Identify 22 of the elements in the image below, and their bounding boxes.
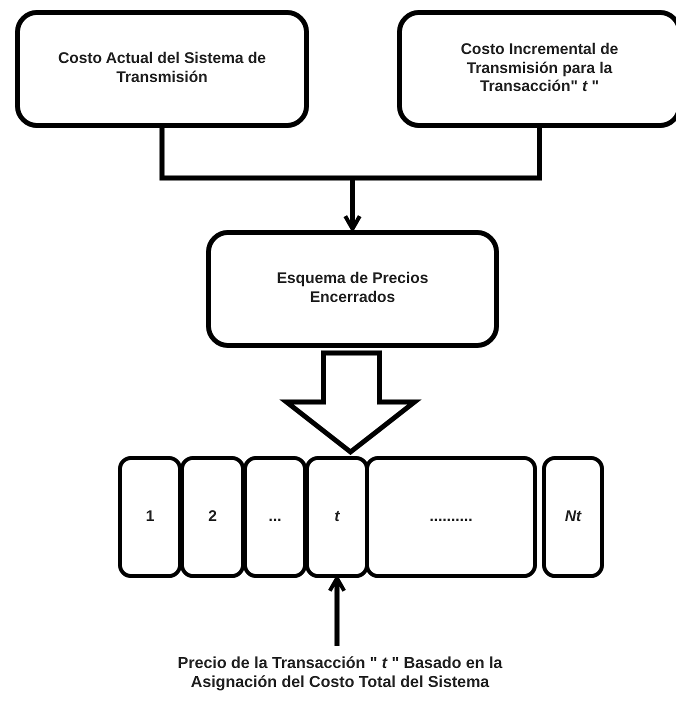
node-text: Nt [564,508,582,526]
process-box [15,10,309,128]
array-cell [365,456,537,578]
node-text: 2 [208,508,217,526]
array-cell [180,456,245,578]
node-text: Esquema de Precios Encerrados [276,270,430,308]
array-cell [118,456,182,578]
node-text: .......... [429,508,473,526]
array-cell [243,456,307,578]
arrow [328,576,346,646]
process-box [206,230,499,348]
node-text: 1 [146,508,154,526]
caption-text: Precio de la Transacción " t " Basado en la Asignación del Costo Total del Sistema [170,654,510,700]
array-cell [305,456,369,578]
block-arrow [279,350,422,456]
arrow [343,128,542,231]
node-text: Costo Incremental de Transmisión para la Transacción" t " [460,41,620,97]
node-text: t [334,508,340,526]
node-text: ... [268,508,282,526]
array-cell [542,456,604,578]
node-text: Costo Actual del Sistema de Transmisión [57,50,267,88]
process-box [397,10,676,128]
